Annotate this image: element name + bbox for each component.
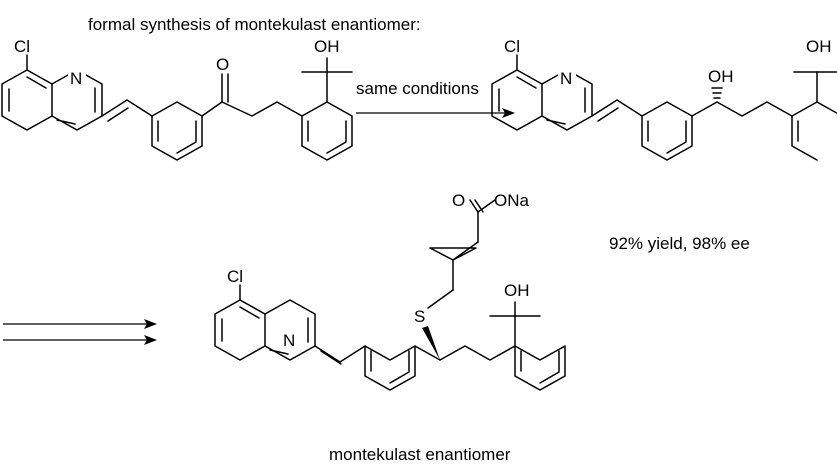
sulfur-atom: S (414, 307, 425, 326)
chlorine-atom: Cl (227, 267, 243, 286)
sodium-carboxylate: ONa (494, 191, 530, 210)
yield-label: 92% yield, 98% ee (609, 234, 750, 253)
hydroxyl-group: OH (504, 281, 530, 300)
hydroxyl-group: OH (708, 67, 734, 86)
multi-step-arrows (3, 319, 157, 345)
starting-ketone-structure: Cl N O OH (1, 37, 353, 161)
reaction-arrow (356, 108, 515, 118)
reaction-conditions-label: same conditions (356, 79, 479, 98)
chlorine-atom: Cl (14, 37, 30, 56)
chlorine-atom: Cl (504, 37, 520, 56)
oxygen-atom: O (216, 55, 229, 74)
oxygen-atom: O (452, 191, 465, 210)
product-label: montekulast enantiomer (329, 445, 511, 464)
chiral-alcohol-structure: Cl N OH OH (491, 37, 837, 161)
montekulast-enantiomer-structure: Cl N S O ONa OH (214, 191, 566, 391)
nitrogen-atom: N (283, 331, 295, 350)
hydroxyl-group: OH (806, 37, 832, 56)
nitrogen-atom: N (560, 69, 572, 88)
nitrogen-atom: N (70, 69, 82, 88)
hydroxyl-group: OH (314, 37, 340, 56)
scheme-header: formal synthesis of montekulast enantiom… (88, 15, 421, 34)
